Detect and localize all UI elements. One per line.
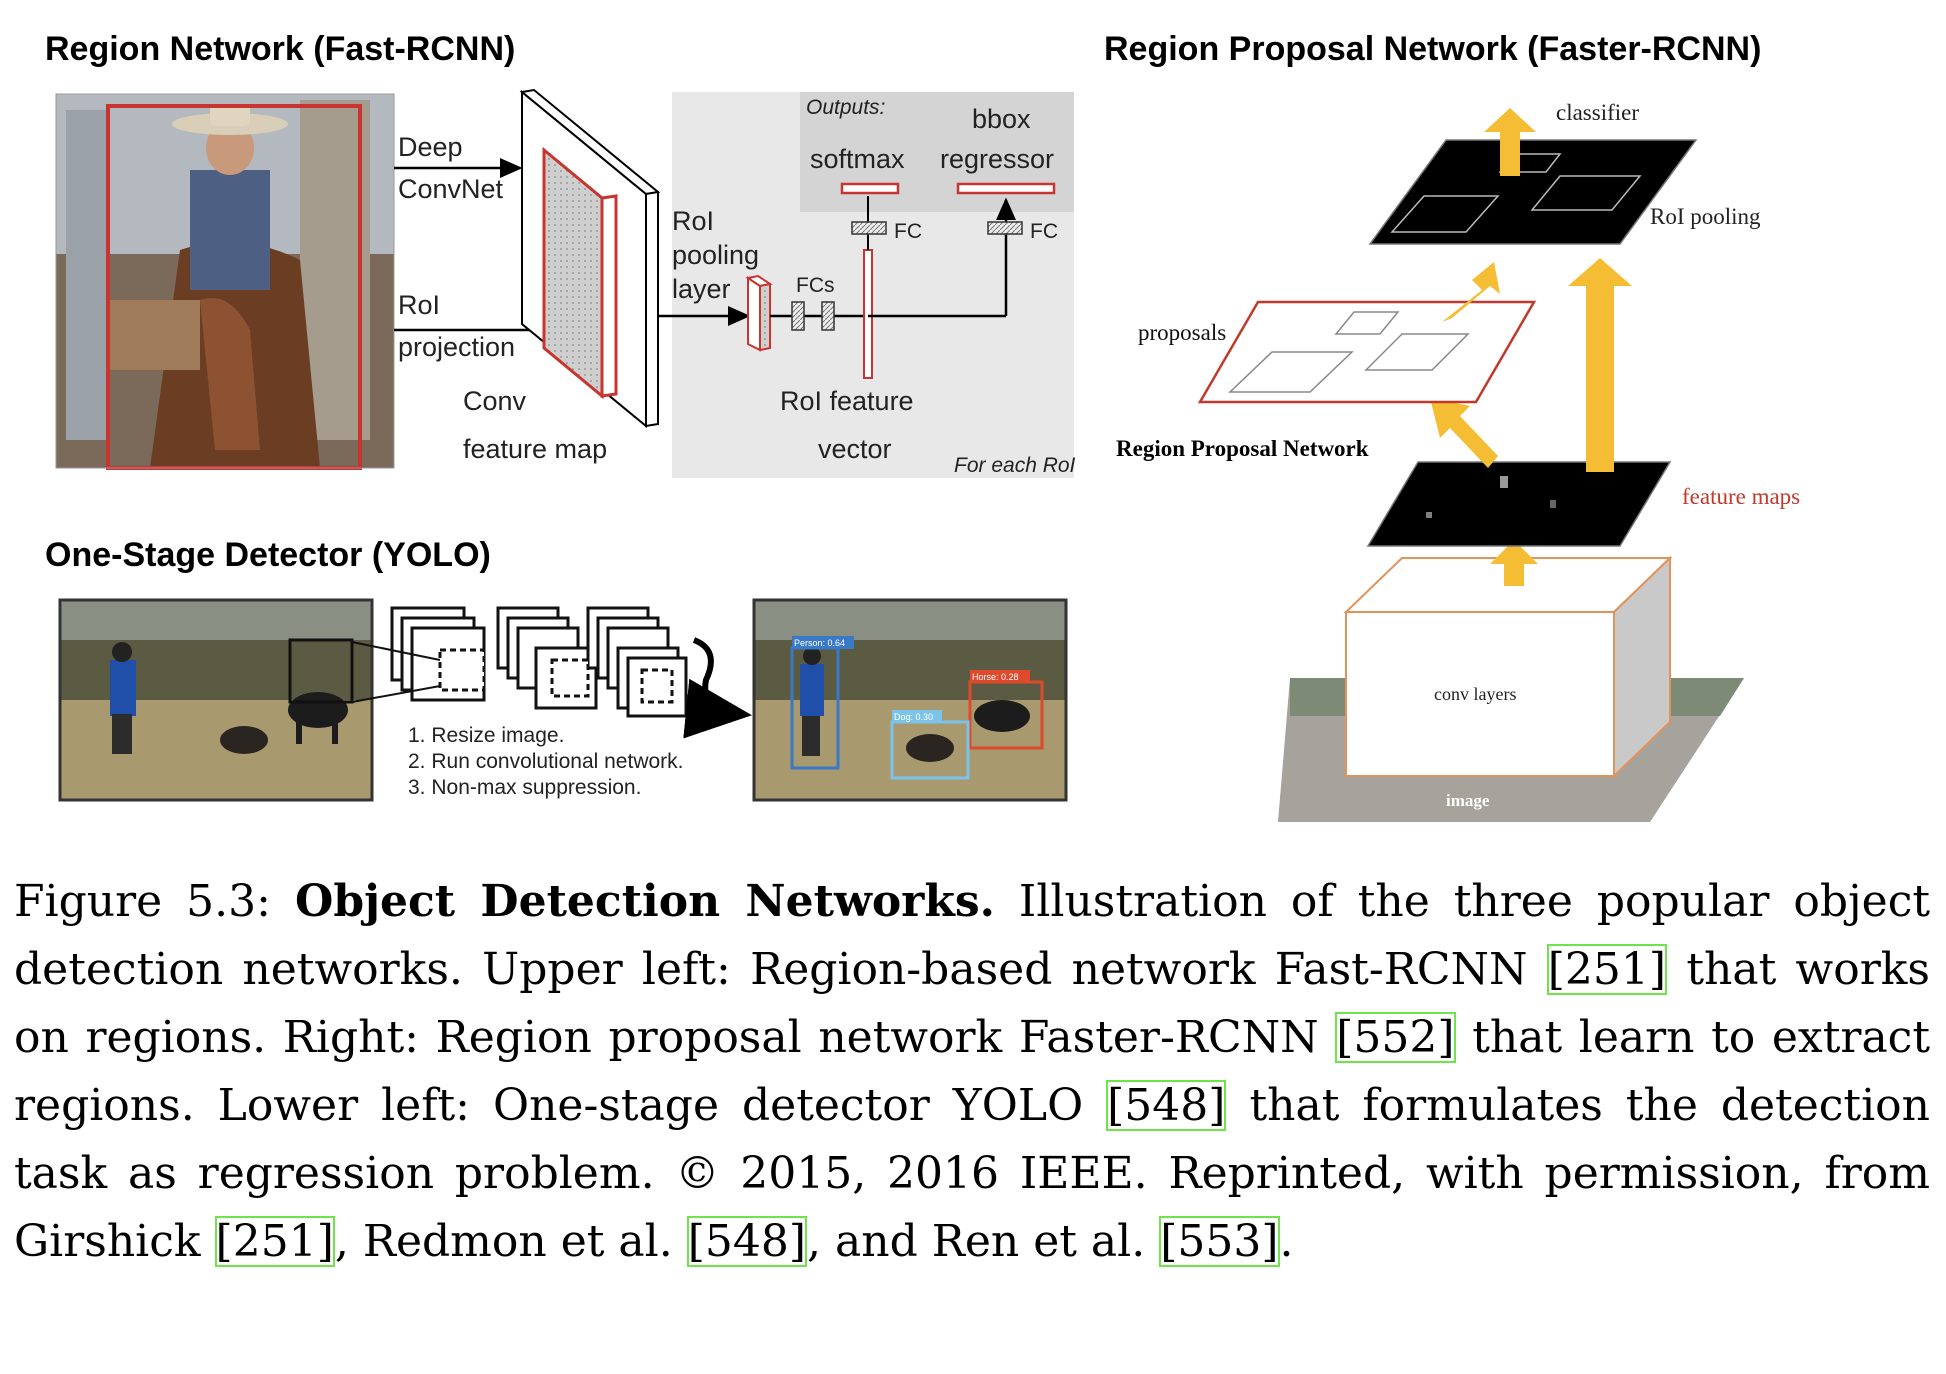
conv-feature-map	[519, 88, 661, 429]
fcs-label: FCs	[796, 274, 835, 297]
proposals-plane	[1197, 300, 1537, 404]
roi-pooling-plane	[1368, 139, 1698, 245]
yolo-step-2: 2. Run convolutional network.	[408, 750, 684, 773]
caption-prefix: Figure 5.3:	[14, 876, 295, 927]
fc-left-label: FC	[894, 220, 922, 243]
citation-link[interactable]: [553]	[1159, 1216, 1280, 1267]
caption-text-3: that learn to extract regions. Lower lef…	[14, 1012, 1931, 1131]
bbox-output	[956, 182, 1056, 195]
fast-rcnn-title: Region Network (Fast-RCNN)	[45, 30, 516, 68]
roi-pooling-label: RoI pooling	[1650, 204, 1761, 229]
image-label: image	[1446, 791, 1490, 810]
deep-label: Deep	[398, 132, 463, 162]
caption-text-4: that formulates the detection task as re…	[14, 1080, 1931, 1267]
caption-text-6: , and Ren et al.	[807, 1216, 1160, 1267]
yolo-input-photo	[58, 598, 374, 802]
roi-pooling-label-2: pooling	[672, 240, 759, 270]
roi-pooling-label-1: RoI	[672, 206, 714, 236]
roi-feature-label: RoI feature	[780, 386, 914, 416]
dog-label: Dog: 0.30	[894, 712, 933, 722]
roi-label: RoI	[398, 290, 440, 320]
faster-rcnn-title: Region Proposal Network (Faster-RCNN)	[1104, 30, 1762, 68]
yolo-step-3: 3. Non-max suppression.	[408, 776, 641, 799]
citation-link[interactable]: [251]	[1546, 944, 1668, 995]
vector-label: vector	[818, 434, 892, 464]
softmax-output	[840, 182, 900, 195]
outputs-label: Outputs:	[806, 96, 885, 119]
cowboy-photo	[55, 93, 395, 470]
caption-text-1: Illustration of the three popular object…	[14, 876, 1931, 995]
fc-right-label: FC	[1030, 220, 1058, 243]
feature-map-label: feature map	[463, 434, 607, 464]
for-each-roi-label: For each RoI	[954, 454, 1076, 477]
conv-layers-box: conv layers	[1343, 555, 1673, 779]
citation-link[interactable]: [548]	[1106, 1080, 1227, 1131]
caption-text-7: .	[1279, 1216, 1294, 1267]
horse-label: Horse: 0.28	[972, 672, 1019, 682]
yolo-diagram: 1. Resize image. 2. Run convolutional ne…	[58, 598, 1068, 802]
yolo-title: One-Stage Detector (YOLO)	[45, 536, 491, 574]
fast-rcnn-diagram: Deep ConvNet RoI projection Conv feature…	[55, 88, 1076, 478]
caption-text-2: that works on regions. Right: Region pro…	[14, 944, 1930, 1063]
caption-title: Object Detection Networks.	[294, 876, 995, 927]
faster-rcnn-diagram: image conv layers feature maps Region Pr…	[1116, 100, 1800, 822]
conv-label: Conv	[463, 386, 527, 416]
citation-link[interactable]: [552]	[1335, 1012, 1456, 1063]
conv-layers-label: conv layers	[1434, 684, 1516, 704]
rpn-label: Region Proposal Network	[1116, 436, 1369, 461]
proposals-label: proposals	[1138, 320, 1226, 345]
caption-text-5: , Redmon et al.	[334, 1216, 687, 1267]
feature-maps-label: feature maps	[1682, 484, 1800, 509]
roi-feature-vector	[863, 249, 873, 379]
citation-link[interactable]: [548]	[686, 1216, 808, 1267]
yolo-output-photo: Person: 0.64 Horse: 0.28 Dog: 0.30	[752, 598, 1068, 802]
projection-label: projection	[398, 332, 515, 362]
figure-caption: Figure 5.3: Object Detection Networks. I…	[14, 868, 1930, 1276]
citation-link[interactable]: [251]	[214, 1216, 335, 1267]
softmax-label: softmax	[810, 144, 905, 174]
regressor-label: regressor	[940, 144, 1054, 174]
feature-maps-plane	[1366, 461, 1672, 547]
convnet-label: ConvNet	[398, 174, 504, 204]
person-label: Person: 0.64	[794, 638, 845, 648]
cnn-stack	[390, 606, 688, 718]
classifier-label: classifier	[1556, 100, 1639, 125]
roi-pooling-label-3: layer	[672, 274, 731, 304]
yolo-step-1: 1. Resize image.	[408, 724, 564, 747]
bbox-label: bbox	[972, 104, 1031, 134]
